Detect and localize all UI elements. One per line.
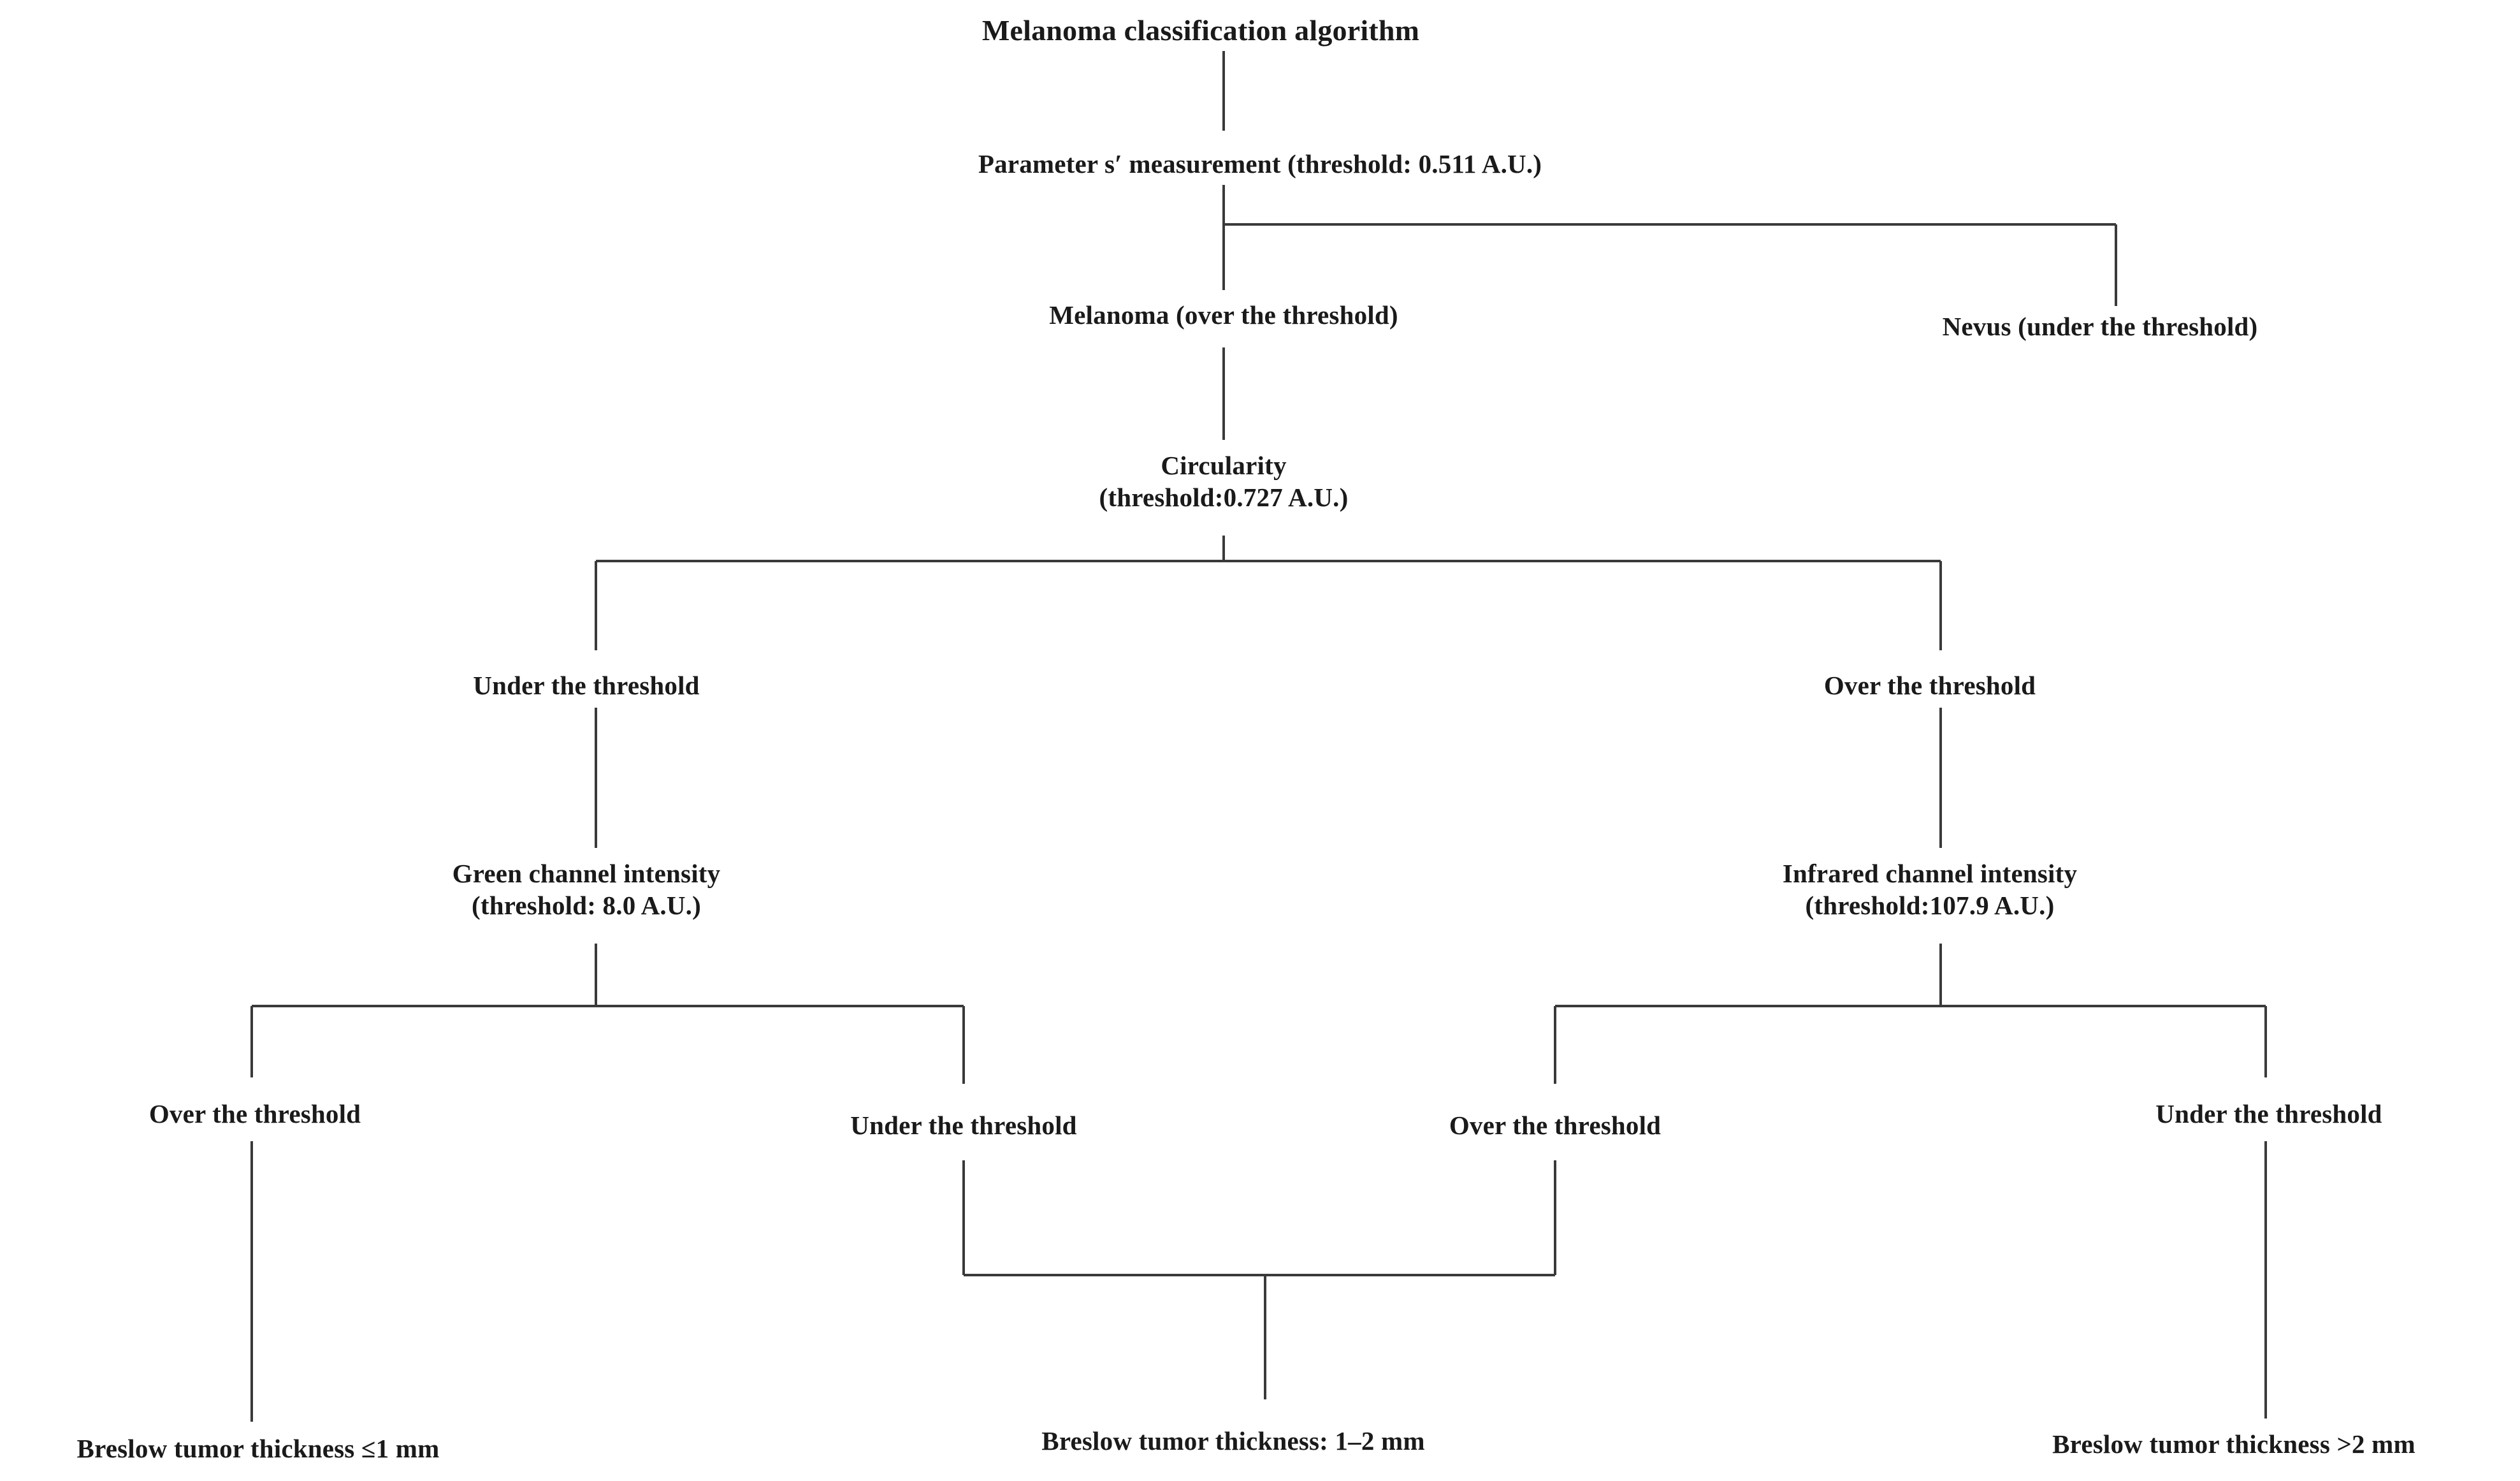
node-infrared-under-threshold: Under the threshold xyxy=(2155,1098,2382,1128)
node-parameter-s-measurement: Parameter s′ measurement (threshold: 0.5… xyxy=(978,149,1542,179)
node-circularity: Circularity (threshold:0.727 A.U.) xyxy=(1099,449,1349,513)
node-circularity-over-threshold: Over the threshold xyxy=(1823,670,2036,700)
node-green-channel-line1: Green channel intensity xyxy=(452,858,721,888)
leaf-breslow-thick: Breslow tumor thickness >2 mm xyxy=(2052,1429,2415,1459)
node-infrared-over-threshold: Over the threshold xyxy=(1449,1110,1662,1140)
node-infrared-channel-line1: Infrared channel intensity xyxy=(1782,858,2078,888)
node-circularity-under-threshold: Under the threshold xyxy=(473,670,700,700)
node-melanoma-over-threshold: Melanoma (over the threshold) xyxy=(1049,300,1398,330)
node-infrared-channel-line2: (threshold:107.9 A.U.) xyxy=(1805,891,2055,920)
node-green-over-threshold: Over the threshold xyxy=(148,1098,361,1128)
node-nevus-under-threshold: Nevus (under the threshold) xyxy=(1942,311,2258,341)
node-circularity-line2: (threshold:0.727 A.U.) xyxy=(1099,483,1349,512)
leaf-breslow-mid: Breslow tumor thickness: 1–2 mm xyxy=(1041,1426,1425,1455)
node-green-under-threshold: Under the threshold xyxy=(850,1110,1077,1140)
node-green-channel-line2: (threshold: 8.0 A.U.) xyxy=(472,891,701,920)
node-circularity-line1: Circularity xyxy=(1161,450,1287,480)
node-root-title: Melanoma classification algorithm xyxy=(981,13,1420,47)
leaf-breslow-thin: Breslow tumor thickness ≤1 mm xyxy=(76,1433,440,1463)
node-green-channel-intensity: Green channel intensity (threshold: 8.0 … xyxy=(453,857,721,921)
node-infrared-channel-intensity: Infrared channel intensity (threshold:10… xyxy=(1783,857,2077,921)
